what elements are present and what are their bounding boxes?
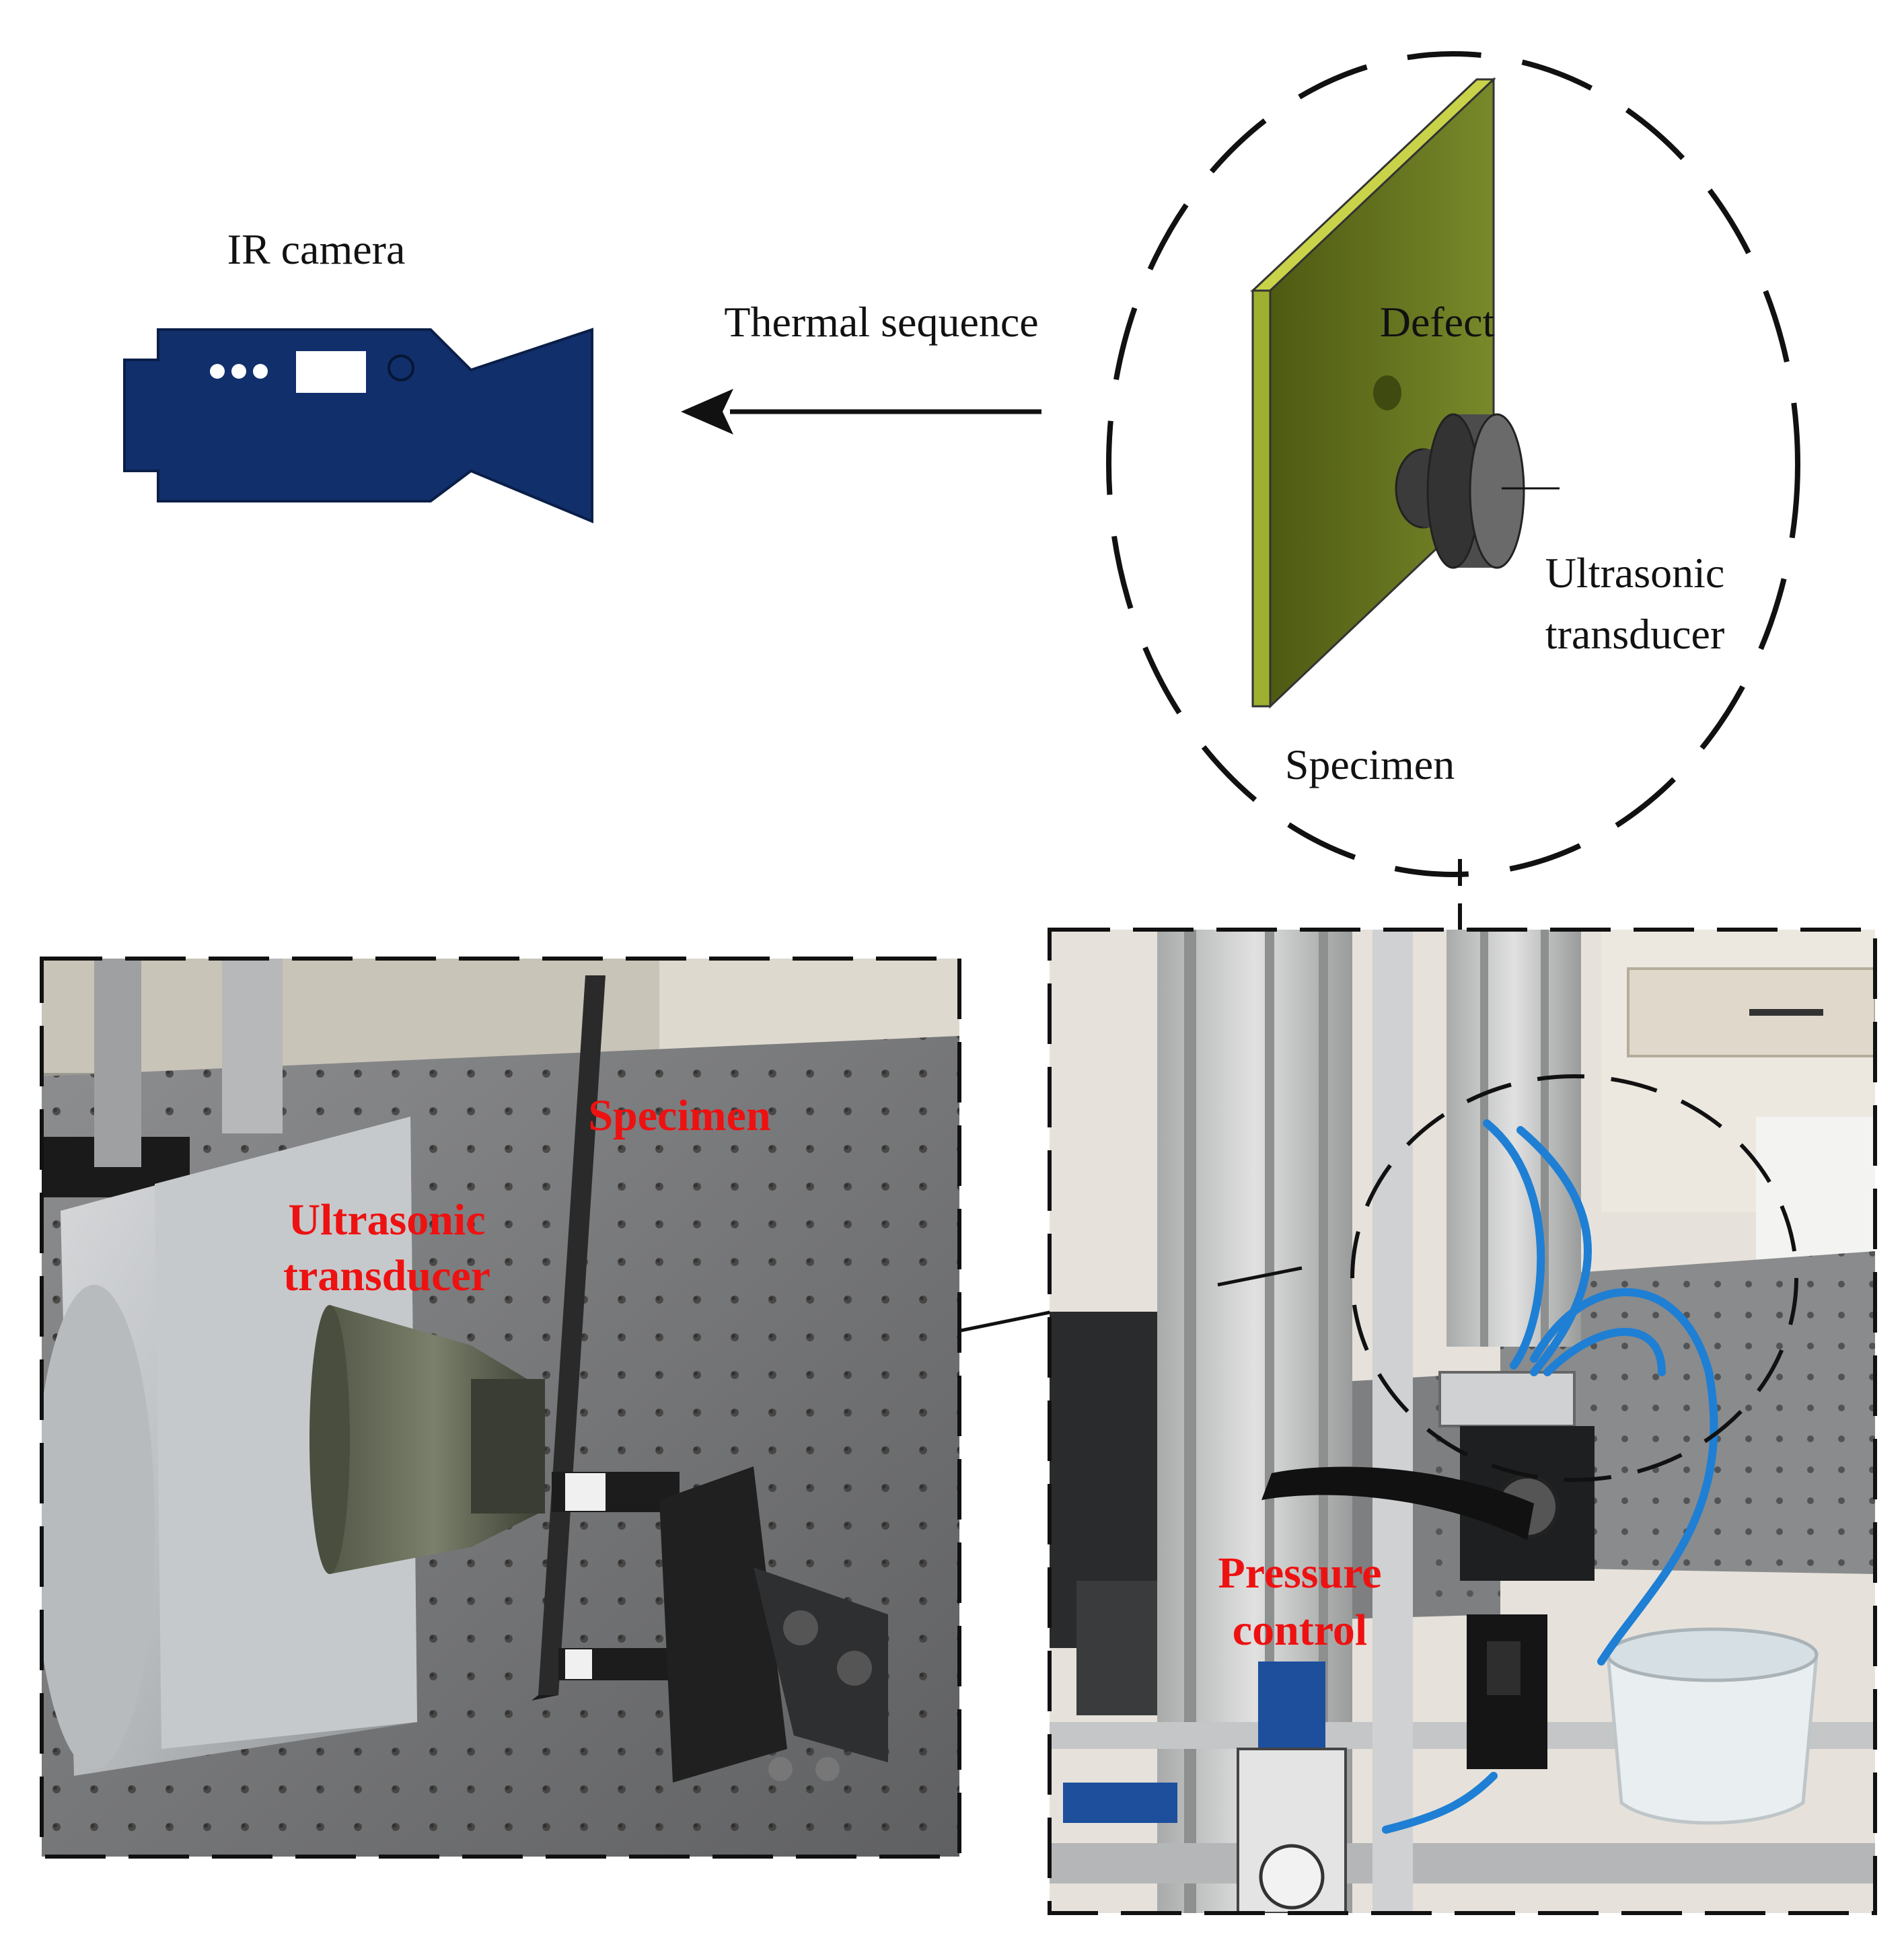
- specimen-detail-circle: [1106, 51, 1800, 877]
- photo-connector-line: [960, 1310, 1054, 1333]
- photo-right-pressure-line2: control: [1233, 1606, 1367, 1655]
- transducer-label-line1: Ultrasonic: [1545, 549, 1725, 597]
- thermal-sequence-label: Thermal sequence: [724, 298, 1038, 346]
- photo-left-transducer-line2: transducer: [283, 1251, 490, 1300]
- photo-right-pressure-line1: Pressure: [1218, 1548, 1381, 1598]
- ir-camera-label: IR camera: [227, 225, 406, 273]
- photo-right: [1050, 930, 1875, 1913]
- transducer-label-line2: transducer: [1545, 610, 1725, 658]
- photo-left-specimen-label: Specimen: [588, 1091, 770, 1140]
- ir-camera-icon: [123, 328, 593, 523]
- thermal-sequence-arrow: [681, 389, 1041, 435]
- photo-right-frame: [1048, 928, 1877, 1915]
- specimen-label: Specimen: [1285, 741, 1455, 788]
- defect-label: Defect: [1380, 298, 1495, 346]
- photo-left-transducer-line1: Ultrasonic: [288, 1195, 485, 1244]
- photo-left: [42, 959, 959, 1857]
- defect-spot: [1373, 375, 1401, 410]
- photo-left-frame: [40, 957, 961, 1859]
- ultrasonic-transducer-icon: [1395, 413, 1560, 569]
